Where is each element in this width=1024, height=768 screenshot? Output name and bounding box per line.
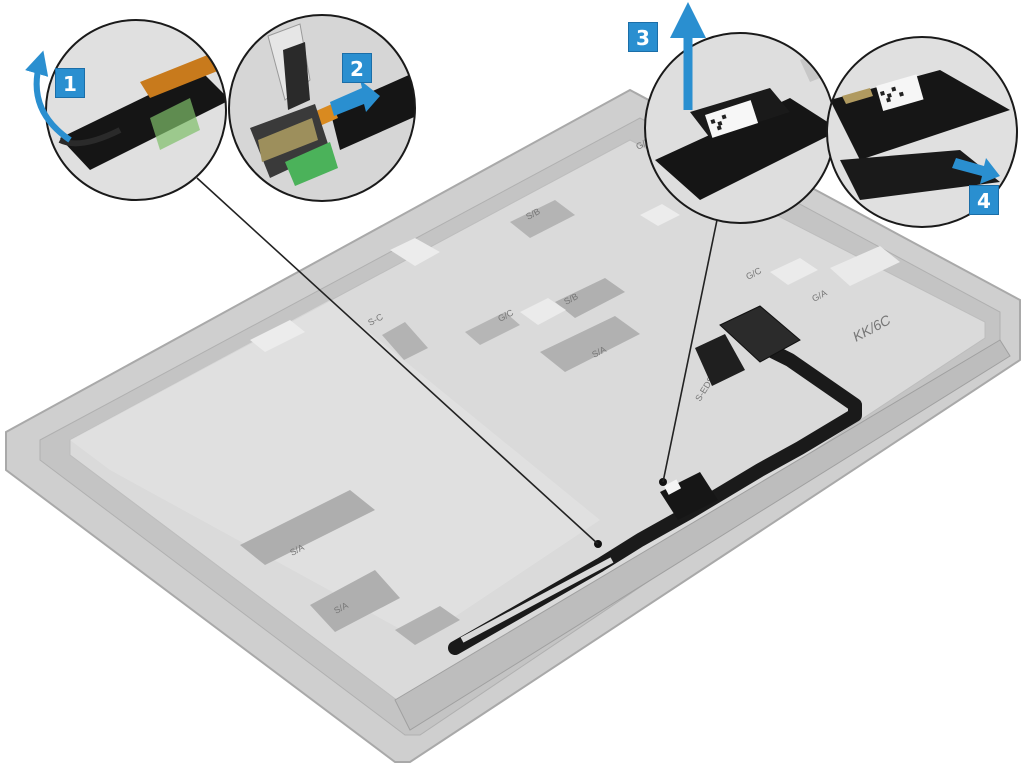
pad-dark <box>540 316 640 372</box>
cable-tape-left <box>695 334 745 386</box>
callout-circle-step-1 <box>45 19 227 201</box>
pad-light <box>250 320 305 352</box>
leader-line-1 <box>196 177 599 545</box>
pad-light <box>830 246 900 286</box>
panel-bottom-rail <box>394 339 1011 731</box>
cable-tape-lower <box>660 472 718 520</box>
callout-circle-step-3 <box>644 32 836 224</box>
pad-dark <box>510 200 575 238</box>
pad-light <box>390 238 440 266</box>
step-badge-2: 2 <box>342 53 372 83</box>
cable-main-run <box>448 338 862 655</box>
cable-barcode-label <box>663 479 682 495</box>
display-panel <box>5 88 1021 763</box>
leader-lines <box>196 177 718 545</box>
cable-connector-top <box>719 305 801 363</box>
pad-light <box>640 204 680 226</box>
step-1-arrow <box>25 50 72 143</box>
pad-light <box>520 298 566 325</box>
callout-circle-step-4 <box>826 36 1018 228</box>
pad-dark <box>382 322 428 360</box>
leader-line-3 <box>662 219 718 483</box>
display-cable <box>448 305 862 655</box>
cable-silver-strip <box>460 557 614 643</box>
step-badge-3: 3 <box>628 22 658 52</box>
pad-dark <box>310 570 400 632</box>
pad-dark <box>465 312 520 345</box>
pad-dark <box>555 278 625 318</box>
adhesive-pads <box>240 200 900 645</box>
step-badge-4: 4 <box>969 185 999 215</box>
pad-light <box>770 258 818 285</box>
pad-dark <box>395 606 460 645</box>
step-2-arrow <box>330 80 380 116</box>
pad-dark <box>240 490 375 565</box>
panel-sheen <box>70 300 600 640</box>
step-badge-1: 1 <box>55 68 85 98</box>
callout-circle-step-2 <box>228 14 416 202</box>
step-4-arrow <box>952 158 1000 184</box>
